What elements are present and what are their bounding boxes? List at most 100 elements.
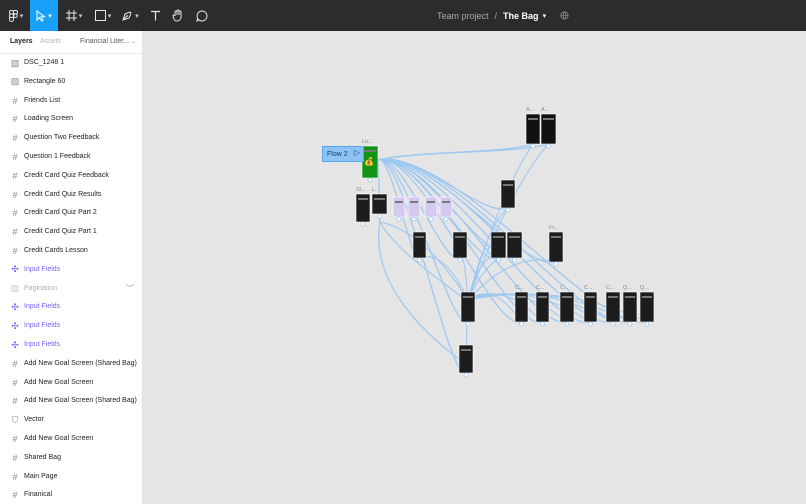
prototype-frame [424, 196, 438, 218]
frame-content [551, 236, 561, 238]
layer-item[interactable]: #Friends List [0, 92, 142, 110]
shape-tool-button[interactable]: ▾ [91, 0, 115, 31]
frame-content [586, 296, 595, 298]
chevron-down-icon[interactable]: ▾ [542, 12, 547, 20]
play-icon[interactable]: ▷ [353, 148, 360, 157]
tab-assets[interactable]: Assets [40, 38, 62, 45]
frame-icon: # [12, 452, 18, 463]
prototype-connector [377, 159, 469, 323]
layers-panel: Layers Assets Financial Liter... ⌄ ▨DSC_… [0, 31, 143, 504]
layer-item[interactable]: ⛉Vector [0, 411, 142, 429]
layer-label: Add New Goal Screen (Shared Bag) [24, 397, 137, 405]
connection-node [457, 257, 463, 263]
layer-item[interactable]: #Credit Card Quiz Results [0, 186, 142, 204]
prototype-frame [407, 196, 421, 218]
frame-content [358, 198, 368, 200]
connection-node [396, 216, 402, 222]
connection-node [463, 372, 469, 378]
layer-item[interactable]: ▨Pagination︶ [0, 280, 142, 298]
layer-item[interactable]: ✣Input Fields [0, 317, 142, 335]
layer-item[interactable]: #Loading Screen [0, 110, 142, 128]
rectangle-icon [94, 10, 106, 21]
layer-item[interactable]: # Shared Bag [0, 449, 142, 467]
layer-item[interactable]: #Credit Card Quiz Part 1 [0, 223, 142, 241]
text-tool-button[interactable] [146, 0, 164, 31]
layer-item[interactable]: ▨DSC_1248 1 [0, 54, 142, 72]
frame-tool-button[interactable]: ▾ [62, 0, 86, 31]
pen-tool-button[interactable]: ▾ [118, 0, 142, 31]
canvas[interactable]: 💰A...A...Lo...Sl...L...Fr...C...C...C...… [143, 31, 806, 504]
layer-label: Finanical [24, 491, 53, 499]
frame-content [395, 201, 403, 203]
image-icon: ▨ [10, 76, 20, 87]
comment-tool-button[interactable] [193, 0, 211, 31]
component-icon: ✣ [11, 264, 19, 275]
layer-item[interactable]: #Credit Cards Lesson [0, 242, 142, 260]
layer-item[interactable]: ✣Input Fields [0, 336, 142, 354]
frame-content [538, 296, 547, 298]
hand-tool-button[interactable] [169, 0, 187, 31]
prototype-frame [439, 196, 453, 218]
layer-item[interactable]: #Credit Card Quiz Part 2 [0, 204, 142, 222]
frame-content [427, 201, 435, 203]
frame-content [625, 296, 635, 298]
layer-item[interactable]: ▨Rectangle 60 [0, 73, 142, 91]
flow-start-tag[interactable]: Flow 2 ▷ [322, 146, 364, 162]
layer-item[interactable]: #Add New Goal Screen (Shared Bag) [0, 392, 142, 410]
frame-content [415, 236, 424, 238]
move-tool-button[interactable]: ▾ [30, 0, 58, 31]
comment-icon [196, 9, 208, 22]
file-name[interactable]: The Bag [503, 10, 539, 21]
frame-label: A... [526, 107, 535, 113]
frame-icon: # [12, 377, 18, 388]
page-selector[interactable]: Financial Liter... ⌄ [80, 38, 136, 45]
layer-label: Shared Bag [24, 453, 61, 461]
layer-item[interactable]: ✣ Input Fields [0, 261, 142, 279]
layer-item[interactable]: ✣Input Fields [0, 298, 142, 316]
figma-menu-button[interactable]: ▾ [3, 0, 29, 31]
frame-content [463, 296, 473, 298]
layer-label: Credit Cards Lesson [24, 247, 88, 254]
layer-label: Credit Card Quiz Feedback [24, 171, 109, 179]
prototype-connector [377, 159, 568, 323]
connection-node [530, 143, 536, 149]
layer-item[interactable]: #Question 1 Feedback [0, 148, 142, 166]
connection-node [377, 213, 382, 219]
layer-item[interactable]: #Add New Goal Screen (Shared Bag) [0, 355, 142, 373]
layer-label: Input Fields [24, 303, 61, 311]
layer-label: Credit Card Quiz Part 1 [24, 228, 97, 236]
frame-icon: # [12, 133, 18, 144]
connection-node [588, 321, 593, 327]
frame-icon: # [12, 208, 18, 219]
page-selector-label: Financial Liter... [80, 38, 130, 45]
frame-content [642, 296, 652, 298]
layer-label: Input Fields [24, 265, 61, 273]
prototype-connector [467, 143, 549, 301]
layer-label: Add New Goal Screen [24, 435, 94, 442]
layer-item[interactable]: #Main Page [0, 468, 142, 486]
layer-item[interactable]: #Credit Card Quiz Feedback [0, 167, 142, 185]
frame-content [528, 118, 538, 120]
connection-node [519, 321, 524, 327]
connection-node [540, 321, 545, 327]
prototype-connector [377, 159, 467, 374]
frame-content [374, 198, 385, 200]
frame-label: C... [515, 285, 524, 291]
project-name[interactable]: Team project [437, 10, 489, 21]
globe-icon[interactable] [560, 11, 569, 20]
layer-item[interactable]: #Add New Goal Screen [0, 374, 142, 392]
frame-label: C... [606, 285, 615, 291]
hidden-eye-icon[interactable]: ︶ [126, 283, 134, 293]
frame-icon: # [12, 490, 18, 501]
layer-item[interactable]: #Add New Goal Screen [0, 430, 142, 448]
frame-label: Q... [640, 285, 649, 291]
frame-content [517, 296, 526, 298]
frame-content [461, 349, 471, 351]
prototype-connector [377, 159, 648, 323]
panel-tabs: Layers Assets Financial Liter... ⌄ [0, 31, 142, 54]
toolbar: ▾ ▾ ▾ ▾ ▾ Team project / The Bag ▾ [0, 0, 806, 31]
tab-layers[interactable]: Layers [10, 38, 33, 45]
layer-item[interactable]: # Finanical [0, 486, 142, 504]
frame-content [364, 150, 376, 152]
layer-item[interactable]: #Question Two Feedback [0, 129, 142, 147]
